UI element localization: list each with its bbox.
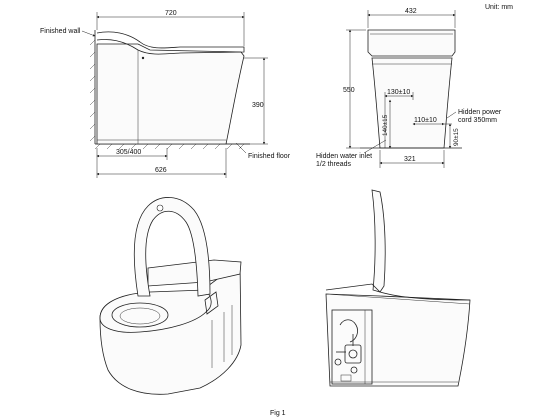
label-finished-wall: Finished wall [40, 28, 81, 35]
finished-wall [89, 30, 96, 144]
label-inlet-line2: 1/2 threads [316, 161, 352, 168]
label-power-line2: cord 350mm [458, 117, 497, 124]
front-dim-432: 432 [405, 8, 417, 15]
toilet-side-seat [96, 31, 245, 55]
front-dim-321: 321 [404, 156, 416, 163]
cutaway-body [325, 293, 471, 387]
side-dim-390: 390 [252, 102, 264, 109]
front-dim-power-horizontal: 110±10 [414, 117, 437, 124]
cutaway-view [325, 189, 471, 387]
cutaway-compartment [331, 309, 373, 385]
front-view: 432 550 321 130±10 140±15 110±10 90±15 H… [316, 8, 502, 168]
cutaway-lid [371, 189, 386, 293]
front-dim-power-vertical: 90±15 [453, 128, 460, 146]
front-dim-inlet-vertical: 140±15 [382, 114, 389, 136]
front-dim-inlet-horizontal: 130±10 [387, 89, 410, 96]
perspective-view [99, 197, 242, 395]
label-finished-floor: Finished floor [248, 153, 291, 160]
side-dim-305-400: 305/400 [116, 149, 141, 156]
front-dim-550: 550 [343, 87, 355, 94]
toilet-side-body [96, 43, 245, 145]
side-dim-720: 720 [165, 10, 177, 17]
side-dim-626: 626 [155, 167, 167, 174]
label-inlet-line1: Hidden water inlet [316, 153, 372, 160]
label-power-line1: Hidden power [458, 109, 502, 116]
figure-caption: Fig 1 [270, 410, 286, 417]
perspective-bowl-opening [111, 302, 169, 328]
side-view: Finished wall 720 390 305/400 626 Finish… [40, 10, 291, 178]
front-lid [367, 29, 456, 57]
unit-label: Unit: mm [485, 4, 513, 11]
perspective-lid [133, 197, 211, 297]
